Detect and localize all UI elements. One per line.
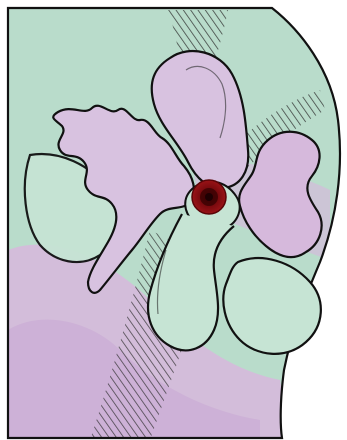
red-circular-lesion (192, 180, 226, 214)
